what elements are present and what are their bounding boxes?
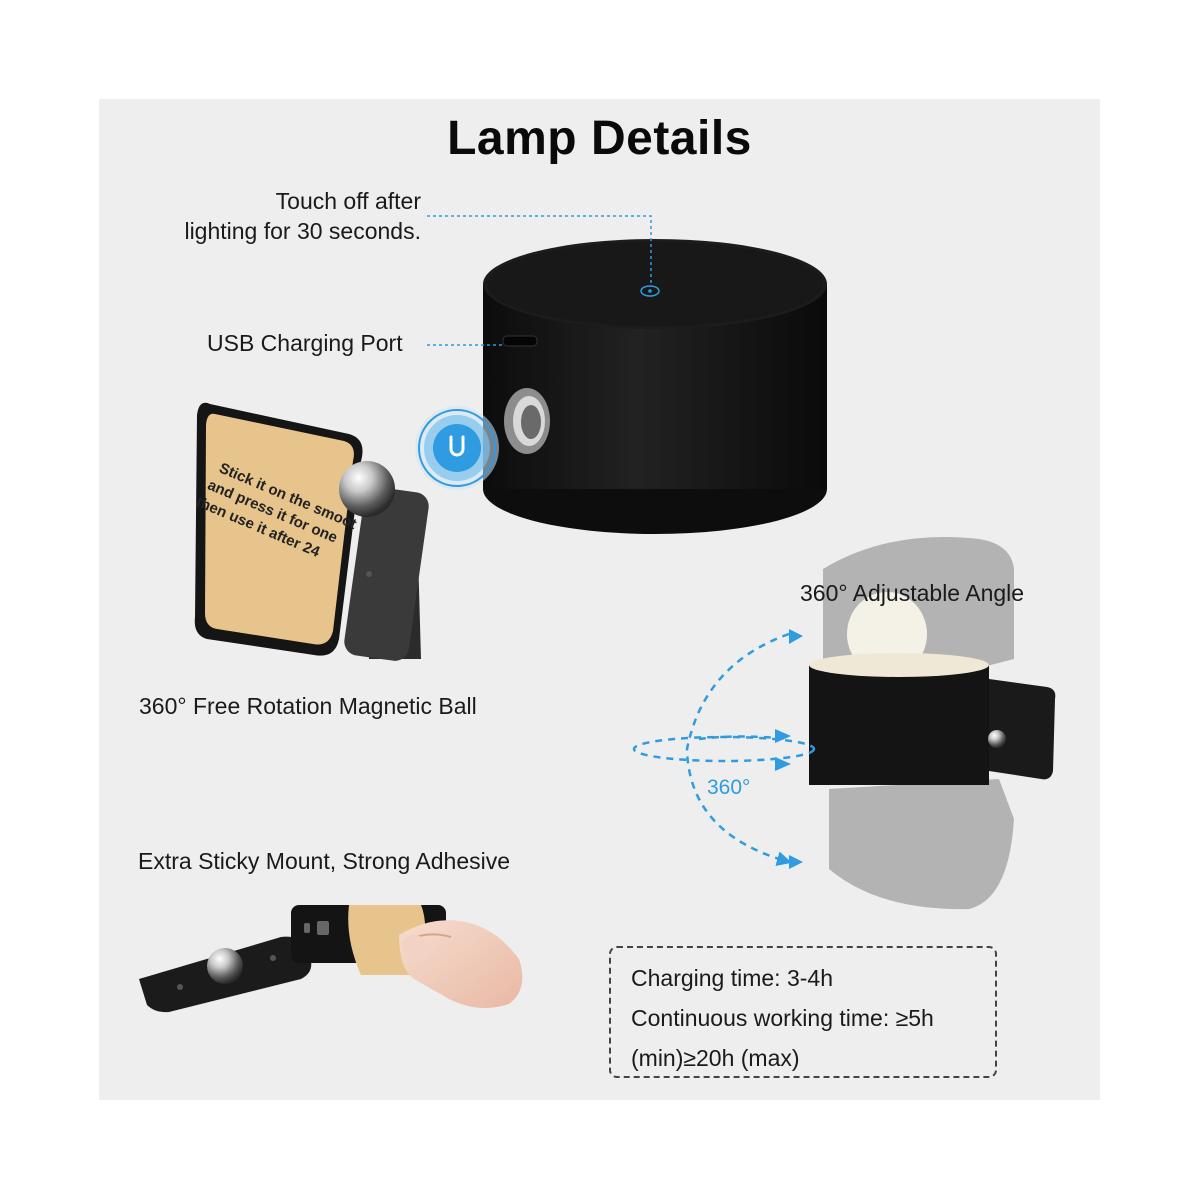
illustration: Stick it on the smoot and press it for o… bbox=[139, 215, 1056, 1013]
mount-plate bbox=[139, 936, 312, 1013]
usb-callout: USB Charging Port bbox=[207, 330, 403, 356]
magnetic-mount bbox=[194, 402, 429, 661]
angle-lamp bbox=[809, 653, 1056, 785]
page-title: Lamp Details bbox=[447, 112, 752, 165]
ghost-lamp-bottom bbox=[829, 779, 1014, 910]
magnet-icon bbox=[415, 406, 499, 490]
rotation-arrowheads bbox=[775, 629, 803, 869]
rotation-arrows bbox=[632, 632, 816, 866]
rotation-label: 360° bbox=[707, 776, 751, 799]
product-panel: Stick it on the smoot and press it for o… bbox=[99, 99, 1100, 1100]
working-time-line-1: Continuous working time: ≥5h bbox=[631, 1005, 934, 1031]
touch-sensor-icon bbox=[640, 285, 660, 297]
lamp-body bbox=[483, 239, 827, 534]
leader-lines bbox=[427, 215, 652, 346]
mount-callout: Extra Sticky Mount, Strong Adhesive bbox=[138, 848, 511, 874]
magnetic-socket bbox=[504, 388, 550, 454]
charging-time: Charging time: 3-4h bbox=[631, 965, 833, 991]
hand bbox=[399, 920, 523, 1008]
usb-port bbox=[502, 335, 538, 347]
spec-box: Charging time: 3-4h Continuous working t… bbox=[609, 946, 997, 1078]
touch-callout-line-2: lighting for 30 seconds. bbox=[184, 218, 421, 244]
touch-callout: Touch off after lighting for 30 seconds. bbox=[139, 186, 421, 246]
angle-callout: 360° Adjustable Angle bbox=[800, 580, 1025, 606]
working-time-line-2: (min)≥20h (max) bbox=[631, 1045, 800, 1071]
ball-callout: 360° Free Rotation Magnetic Ball bbox=[139, 693, 477, 719]
touch-callout-line-1: Touch off after bbox=[275, 188, 421, 214]
